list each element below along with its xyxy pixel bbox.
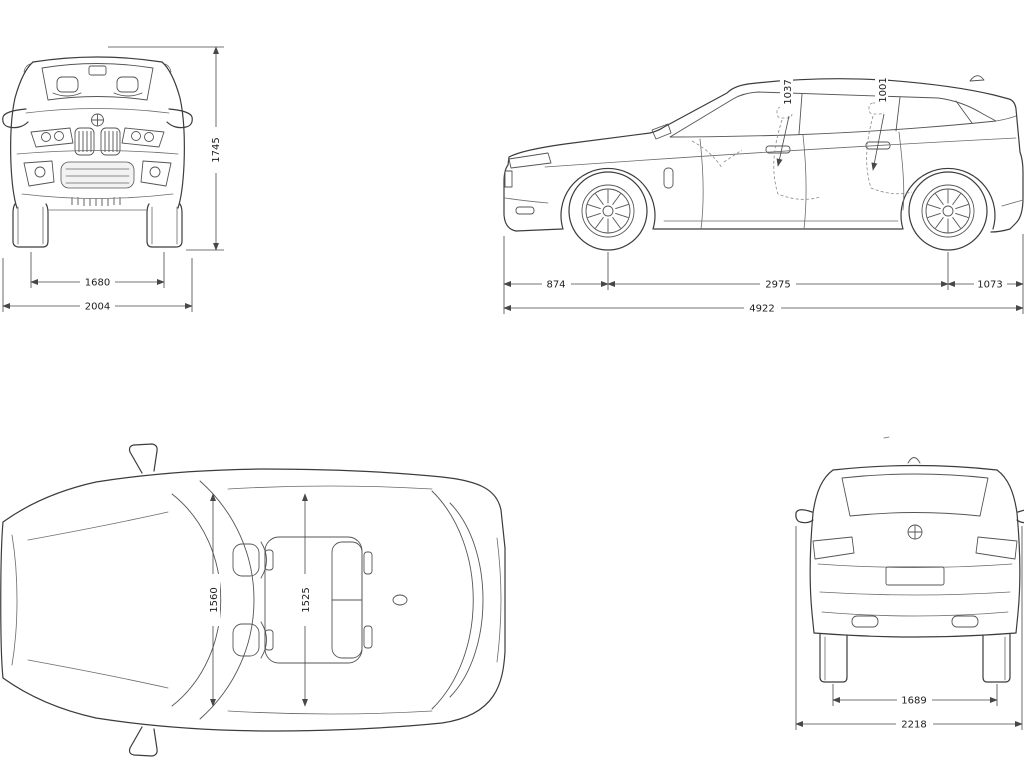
rear-bench-top: [331, 541, 373, 659]
bmw-roundel-icon: [91, 113, 104, 127]
side-view: 1037 1001 874 2975 1073 4922: [503, 66, 1024, 315]
rear-window-top: [431, 490, 474, 710]
rear-shoulder-width-label: 1525: [301, 587, 312, 612]
left-headlight: [30, 127, 74, 148]
rear-window: [841, 473, 989, 517]
front-shoulder-width-label: 1560: [209, 587, 220, 612]
front-door-handle: [765, 145, 791, 154]
rear-wheel-arch: [900, 167, 996, 230]
dim-overall-width: 2004: [2, 258, 193, 313]
rear-left-mirror: [795, 509, 814, 524]
top-car-drawing: [0, 443, 506, 757]
side-car-drawing: [503, 75, 1024, 251]
rearview-mirror: [88, 65, 107, 76]
dim-overall-length: 4922: [503, 302, 1024, 315]
dim-rear-shoulder-width: 1525: [298, 493, 312, 707]
top-left-mirror: [128, 443, 158, 474]
side-glass: [669, 91, 997, 138]
right-fog-light: [149, 166, 161, 178]
rear-headroom-label: 1001: [878, 77, 889, 102]
right-exhaust: [951, 615, 979, 628]
rear-car-drawing: [795, 436, 1024, 683]
front-view: 1745 1680 2004: [2, 46, 224, 313]
interior-seats: [691, 102, 913, 200]
overall-length-label: 4922: [749, 304, 774, 315]
left-fog-light: [34, 166, 46, 178]
front-overhang-label: 874: [546, 280, 565, 291]
rear-right-tire: [982, 633, 1011, 683]
kidney-grille: [74, 127, 121, 156]
front-wheel: [568, 171, 648, 251]
windshield: [41, 63, 154, 101]
top-right-mirror: [128, 726, 158, 757]
rear-view: 1689 2218: [795, 436, 1024, 731]
front-right-tire: [146, 203, 183, 248]
dim-front-overhang: 874: [503, 278, 609, 291]
windshield-base: [171, 493, 222, 707]
rear-overhang-label: 1073: [977, 280, 1002, 291]
dim-rear-overall-width: 2218: [795, 526, 1023, 731]
right-headlight: [121, 127, 165, 148]
rear-wheel: [908, 171, 988, 251]
rear-overall-width-label: 2218: [901, 720, 926, 731]
left-taillight: [812, 536, 855, 560]
dim-overall-height: 1745: [108, 46, 224, 251]
front-car-drawing: [2, 56, 193, 248]
license-plate-recess: [885, 566, 945, 586]
dim-wheelbase: 2975: [607, 278, 949, 291]
overall-height-label: 1745: [211, 137, 222, 162]
overall-width-label: 2004: [85, 302, 110, 313]
dim-rear-track: 1689: [832, 684, 998, 707]
dim-front-shoulder-width: 1560: [206, 493, 220, 707]
front-headroom-label: 1037: [783, 79, 794, 104]
left-exhaust: [851, 615, 879, 628]
front-left-tire: [12, 203, 49, 248]
dim-track-width: 1680: [30, 252, 165, 289]
antenna-fin: [969, 75, 985, 82]
rear-right-mirror: [1016, 509, 1024, 524]
front-seats-top: [232, 541, 274, 659]
dim-rear-overhang: 1073: [947, 278, 1024, 291]
dim-front-headroom: 1037: [776, 68, 794, 167]
rear-antenna-fin: [907, 457, 921, 464]
side-mirror: [651, 123, 672, 140]
wheelbase-label: 2975: [765, 280, 790, 291]
left-mirror: [2, 108, 29, 129]
right-mirror: [166, 108, 193, 129]
front-wheel-arch: [560, 167, 656, 230]
dim-rear-headroom: 1001: [871, 66, 889, 171]
lower-air-intake: [60, 161, 135, 189]
extension-lines: [503, 234, 1024, 314]
rear-door-handle: [865, 141, 891, 150]
rear-left-tire: [819, 633, 848, 683]
rear-track-label: 1689: [901, 696, 926, 707]
track-width-label: 1680: [85, 278, 110, 289]
fender-vent: [663, 167, 674, 189]
right-taillight: [975, 536, 1018, 560]
top-view: 1560 1525: [0, 443, 506, 757]
headlight: [508, 152, 552, 169]
rear-bmw-roundel-icon: [907, 524, 923, 540]
